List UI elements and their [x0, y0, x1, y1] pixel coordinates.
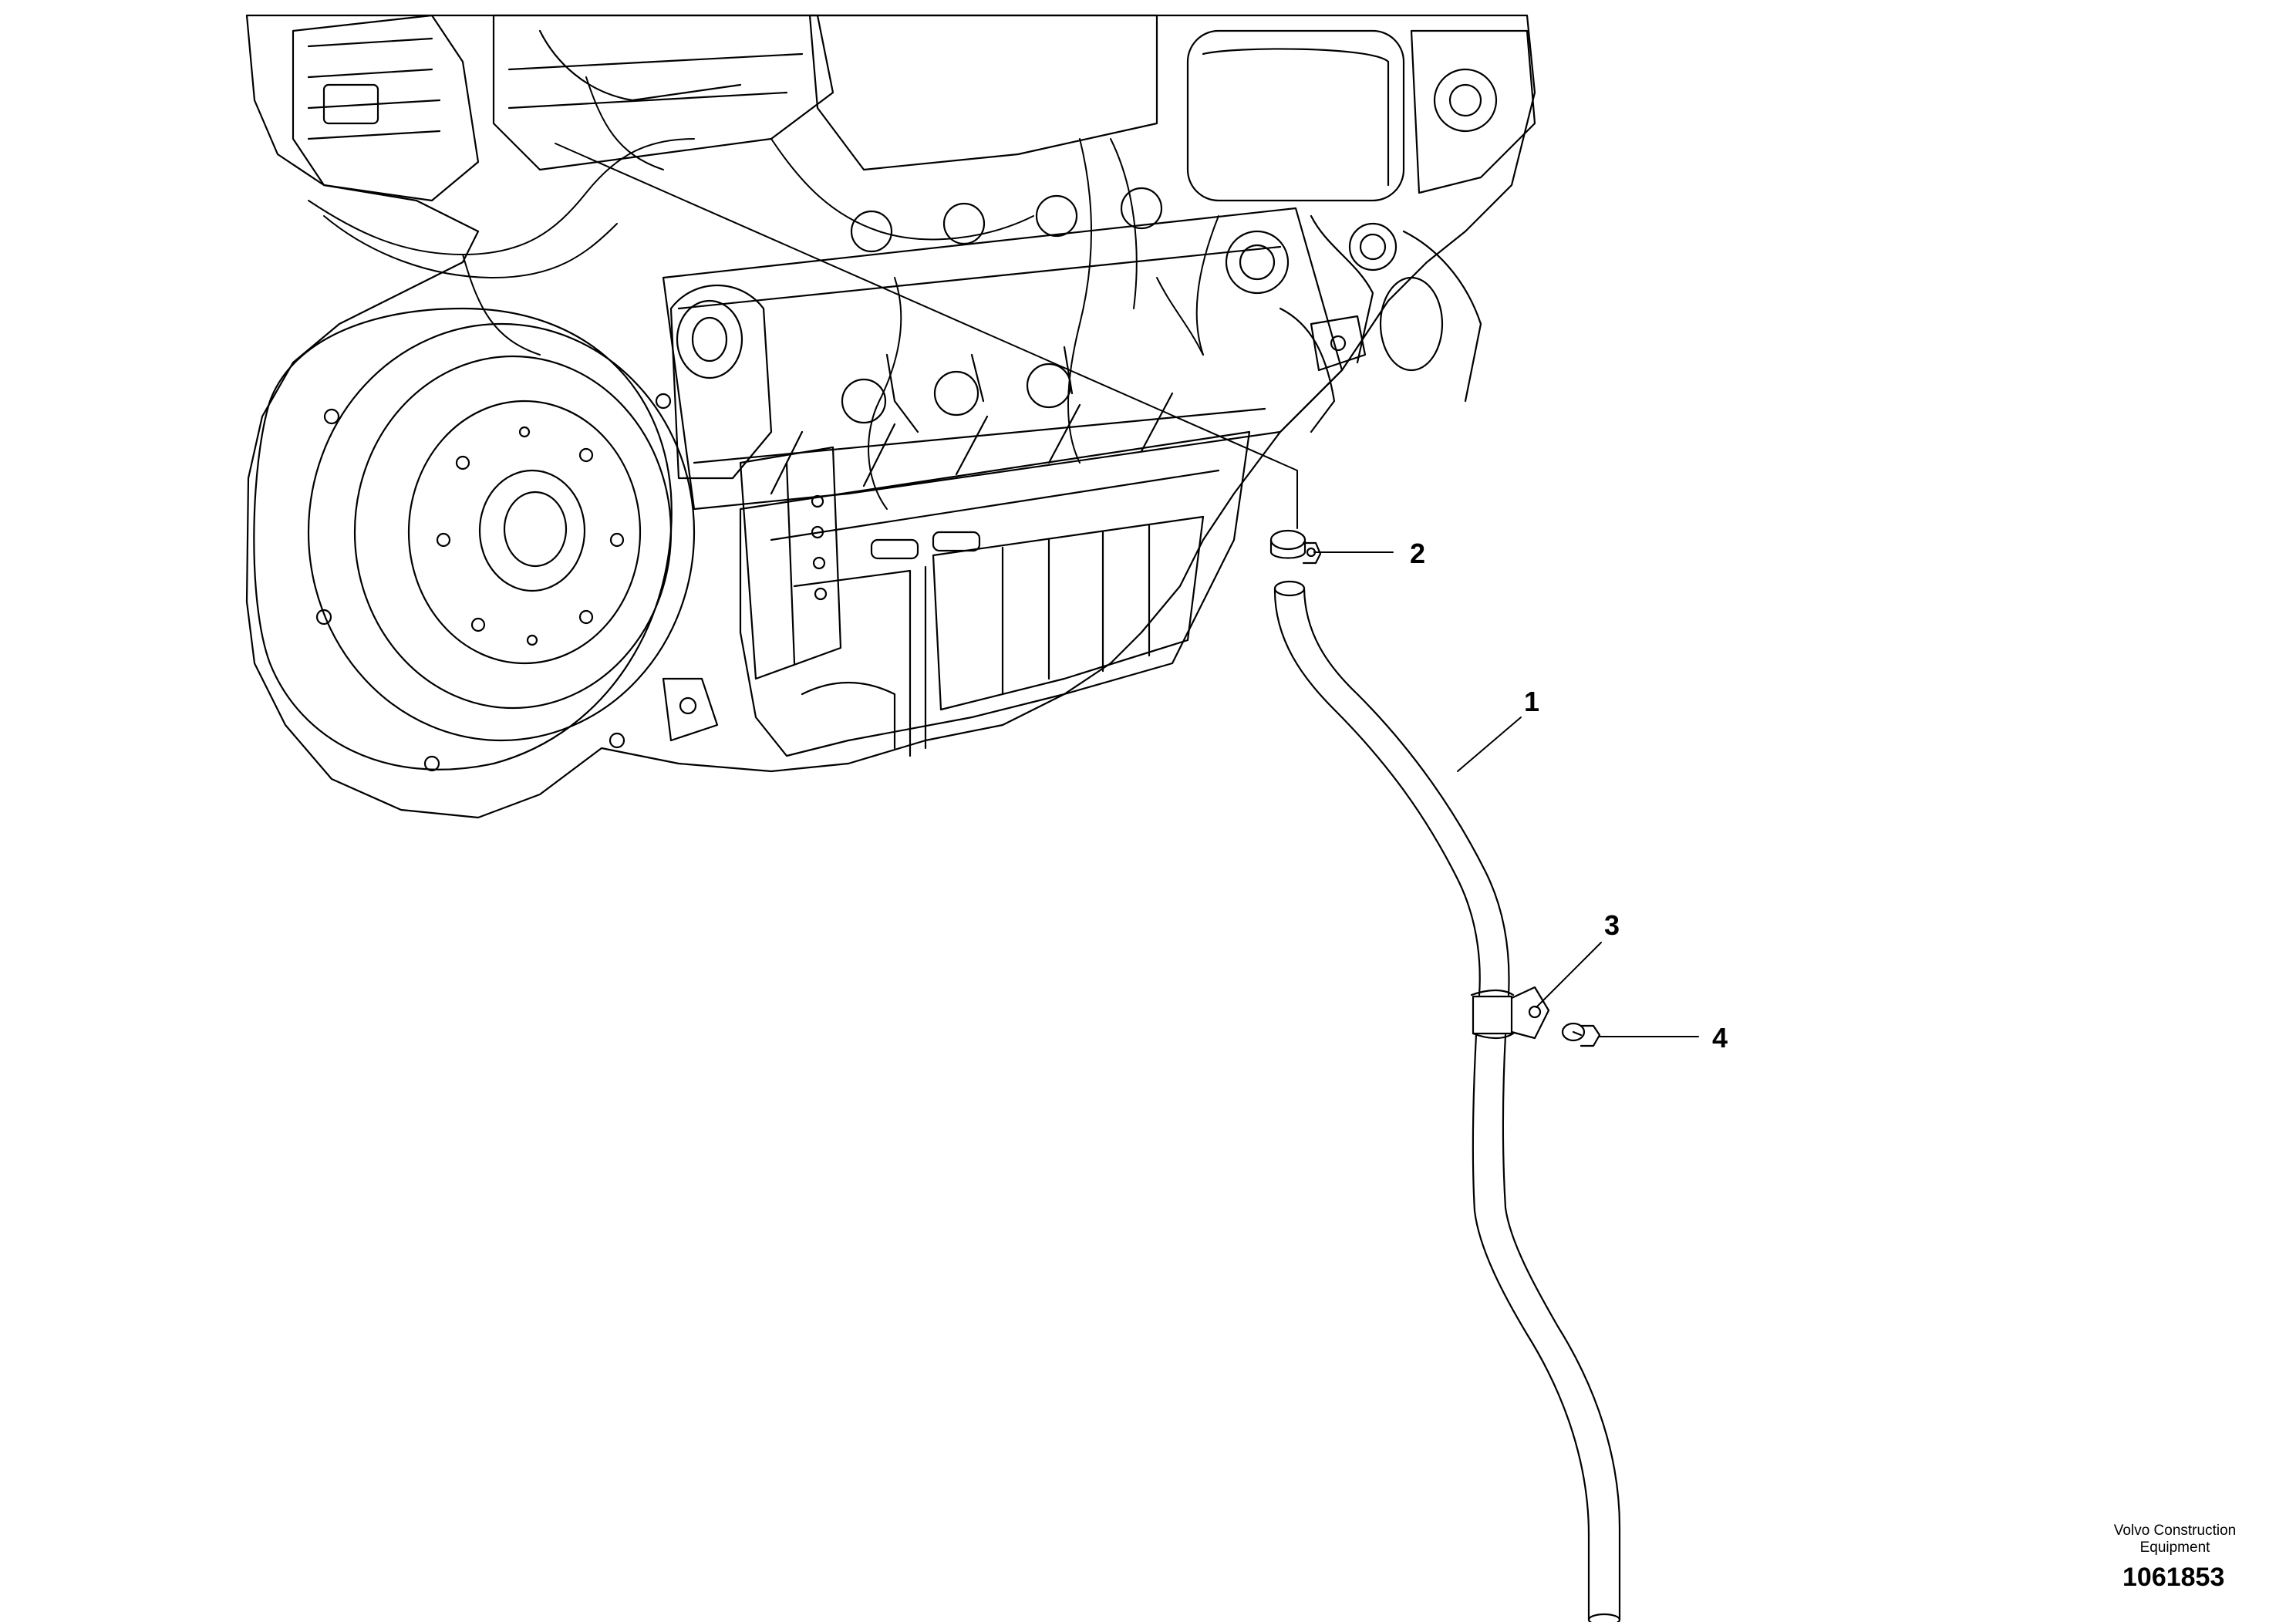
- brand-label: Volvo Construction Equipment: [2082, 1523, 2267, 1556]
- oil-sump: [739, 430, 1251, 757]
- drawing-number: 1061853: [2122, 1563, 2225, 1592]
- bracket-clamp[interactable]: [1470, 986, 1550, 1040]
- brand-line-2: Equipment: [2139, 1539, 2210, 1556]
- engine-assembly: [245, 14, 1536, 819]
- callout-leader-3: [1536, 942, 1602, 1008]
- flywheel-housing: [253, 307, 696, 772]
- callout-number-1: 1: [1524, 686, 1539, 717]
- wiring-harness: [308, 76, 1219, 510]
- callout-number-2: 2: [1410, 538, 1425, 569]
- hose-clamp[interactable]: [1269, 529, 1322, 565]
- callout-leader-1: [1457, 717, 1522, 772]
- flange-bolt[interactable]: [1561, 1022, 1601, 1047]
- callout-number-4: 4: [1712, 1022, 1728, 1054]
- engine-mounts: [662, 315, 1367, 742]
- brand-line-1: Volvo Construction: [2113, 1523, 2237, 1539]
- starter-motor: [669, 285, 842, 680]
- engine-top-components: [292, 14, 1536, 433]
- assembly-leader-line: [555, 143, 1298, 529]
- callout-number-3: 3: [1604, 909, 1620, 941]
- breather-hose[interactable]: [1273, 580, 1621, 1622]
